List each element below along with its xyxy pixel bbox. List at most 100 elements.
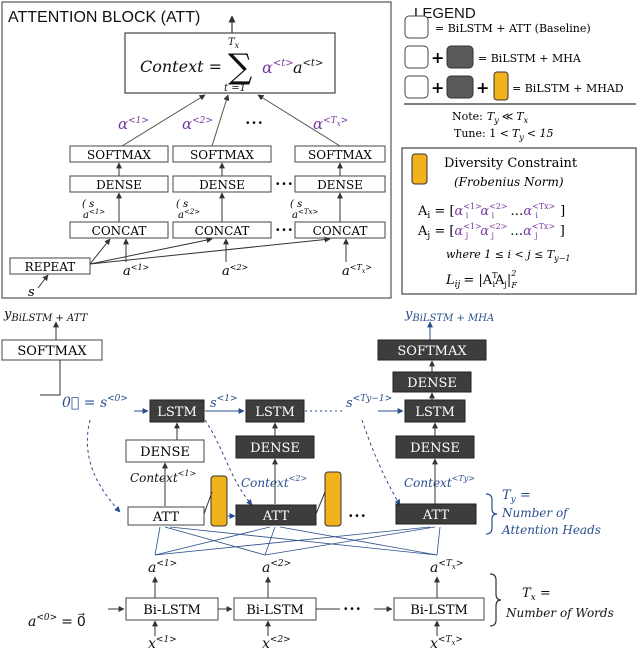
alpha-label-2: α<2>	[182, 115, 213, 133]
legend-row-2: = BiLSTM + MHA	[478, 52, 582, 65]
dense-label-1: DENSE	[96, 178, 142, 192]
ty-eq-label: Ty =	[502, 488, 531, 505]
x-label-tx: x<Tx>	[430, 635, 463, 652]
context-a: a<t>	[293, 58, 323, 77]
concat-label-2: CONCAT	[195, 224, 250, 238]
att-block-frame	[1, 1, 392, 299]
concat-a-label-1: a<1>	[83, 208, 105, 221]
concat-s-label-1: ( s	[82, 199, 94, 210]
bilstm-tx	[393, 597, 485, 621]
note-line: Note:Ty≪Tx	[452, 110, 529, 125]
legend-white-box-2	[404, 45, 429, 69]
heads-line-2: Attention Heads	[501, 523, 601, 537]
main-dense-top-right	[392, 371, 472, 393]
dense-mid-1	[125, 439, 205, 463]
a-label-1: a<1>	[148, 559, 177, 576]
concat-s-label-tx: ( s	[290, 199, 302, 210]
bilstm-1-label: Bi-LSTM	[143, 603, 201, 618]
att-a-input-tx: a<Tx>	[342, 263, 372, 279]
lstm-1	[149, 399, 205, 423]
att-column-2: SOFTMAX DENSE ( s a<2> CONCAT	[172, 145, 272, 239]
main-softmax-left-label: SOFTMAX	[17, 344, 87, 359]
bilstm-2-label: Bi-LSTM	[246, 603, 304, 618]
legend-plus-3a: +	[431, 78, 444, 97]
main-softmax-right	[377, 339, 487, 361]
legend-row-1: = BiLSTM + ATT (Baseline)	[435, 22, 591, 35]
context-lhs: Context =	[140, 57, 222, 76]
context-formula-box	[124, 32, 336, 94]
alpha-label-1: α<1>	[118, 115, 149, 133]
repeat-box	[9, 257, 91, 275]
att-box-2	[235, 504, 317, 526]
lstm-2	[245, 399, 305, 423]
bilstm-dots: • • •	[344, 604, 361, 615]
bilstm-tx-label: Bi-LSTM	[410, 603, 468, 618]
lstm-ty-label: LSTM	[415, 405, 455, 420]
main-softmax-right-label: SOFTMAX	[397, 344, 467, 359]
a-label-tx: a<Tx>	[430, 559, 463, 576]
lstm-1-label: LSTM	[157, 405, 197, 420]
softmax-label-1: SOFTMAX	[87, 148, 151, 162]
dense-mid-ty-label: DENSE	[410, 441, 460, 456]
words-brace	[489, 573, 502, 627]
sum-symbol: ∑	[228, 47, 252, 87]
context-2-label: Context<2>	[241, 474, 307, 490]
att-dots: • • •	[349, 511, 366, 522]
legend-title: LEGEND	[414, 5, 476, 22]
att-a-input-2: a<2>	[222, 263, 248, 279]
dense-label-tx: DENSE	[317, 178, 363, 192]
att-box-1	[127, 506, 205, 526]
diversity-marker-1	[210, 475, 228, 527]
diversity-title: Diversity Constraint	[444, 156, 578, 171]
softmax-box-1	[69, 145, 169, 163]
s0-label: 0⃗ = s<0>	[62, 394, 128, 411]
softmax-label-2: SOFTMAX	[190, 148, 254, 162]
concat-box-2	[172, 221, 272, 239]
context-1-label: Context<1>	[130, 469, 196, 485]
heads-line-1: Number of	[501, 506, 570, 520]
concat-a-label-2: a<2>	[178, 208, 200, 221]
sum-top: Tx	[228, 37, 240, 50]
dense-box-tx	[294, 175, 386, 193]
s-input-label: s	[28, 285, 35, 300]
dense-mid-1-label: DENSE	[140, 445, 190, 460]
att-box-ty-label: ATT	[422, 508, 450, 523]
where-line: where 1 ≤ i < j ≤ Ty−1	[446, 248, 570, 263]
att-box-1-label: ATT	[152, 510, 180, 525]
context-ty-label: Context<Ty>	[404, 474, 475, 490]
s1-label: s<1>	[210, 394, 237, 411]
legend-dark-box-2	[446, 45, 474, 69]
y-bilstm-att-label: yBiLSTM + ATT	[3, 307, 89, 324]
legend-plus-3b: +	[476, 78, 489, 97]
diversity-subtitle: (Frobenius Norm)	[454, 175, 564, 189]
y-bilstm-mha-label: yBiLSTM + MHA	[404, 307, 494, 324]
a0-label: a<0>=0⃗	[28, 612, 86, 630]
diversity-orange-box	[411, 153, 428, 185]
softmax-label-tx: SOFTMAX	[308, 148, 372, 162]
alpha-label-tx: α<Tx>	[313, 115, 348, 133]
tx-eq-label: Tx =	[522, 586, 551, 603]
alphatx-arrow	[257, 94, 341, 147]
att-box-2-label: ATT	[262, 509, 290, 524]
att-column-1: SOFTMAX DENSE ( s a<1> CONCAT	[69, 145, 169, 239]
alpha-dots: • • •	[246, 118, 263, 129]
x-label-2: x<2>	[262, 635, 291, 652]
dense-box-1	[69, 175, 169, 193]
legend-white-box-3	[404, 75, 429, 99]
dense-mid-2-label: DENSE	[250, 441, 300, 456]
alpha1-arrow	[121, 94, 206, 147]
context-alpha: α<t>	[262, 58, 294, 77]
alpha2-arrow	[211, 94, 230, 147]
legend-row-3: = BiLSTM + MHAD	[512, 82, 624, 95]
heads-brace	[485, 493, 498, 535]
concat-s-label-2: ( s	[176, 199, 188, 210]
main-softmax-left	[1, 339, 103, 361]
diversity-marker-2	[324, 471, 342, 527]
att-column-tx: SOFTMAX DENSE ( s a<Tx> CONCAT	[290, 145, 386, 239]
dense-label-2: DENSE	[199, 178, 245, 192]
concat-label-tx: CONCAT	[313, 224, 368, 238]
